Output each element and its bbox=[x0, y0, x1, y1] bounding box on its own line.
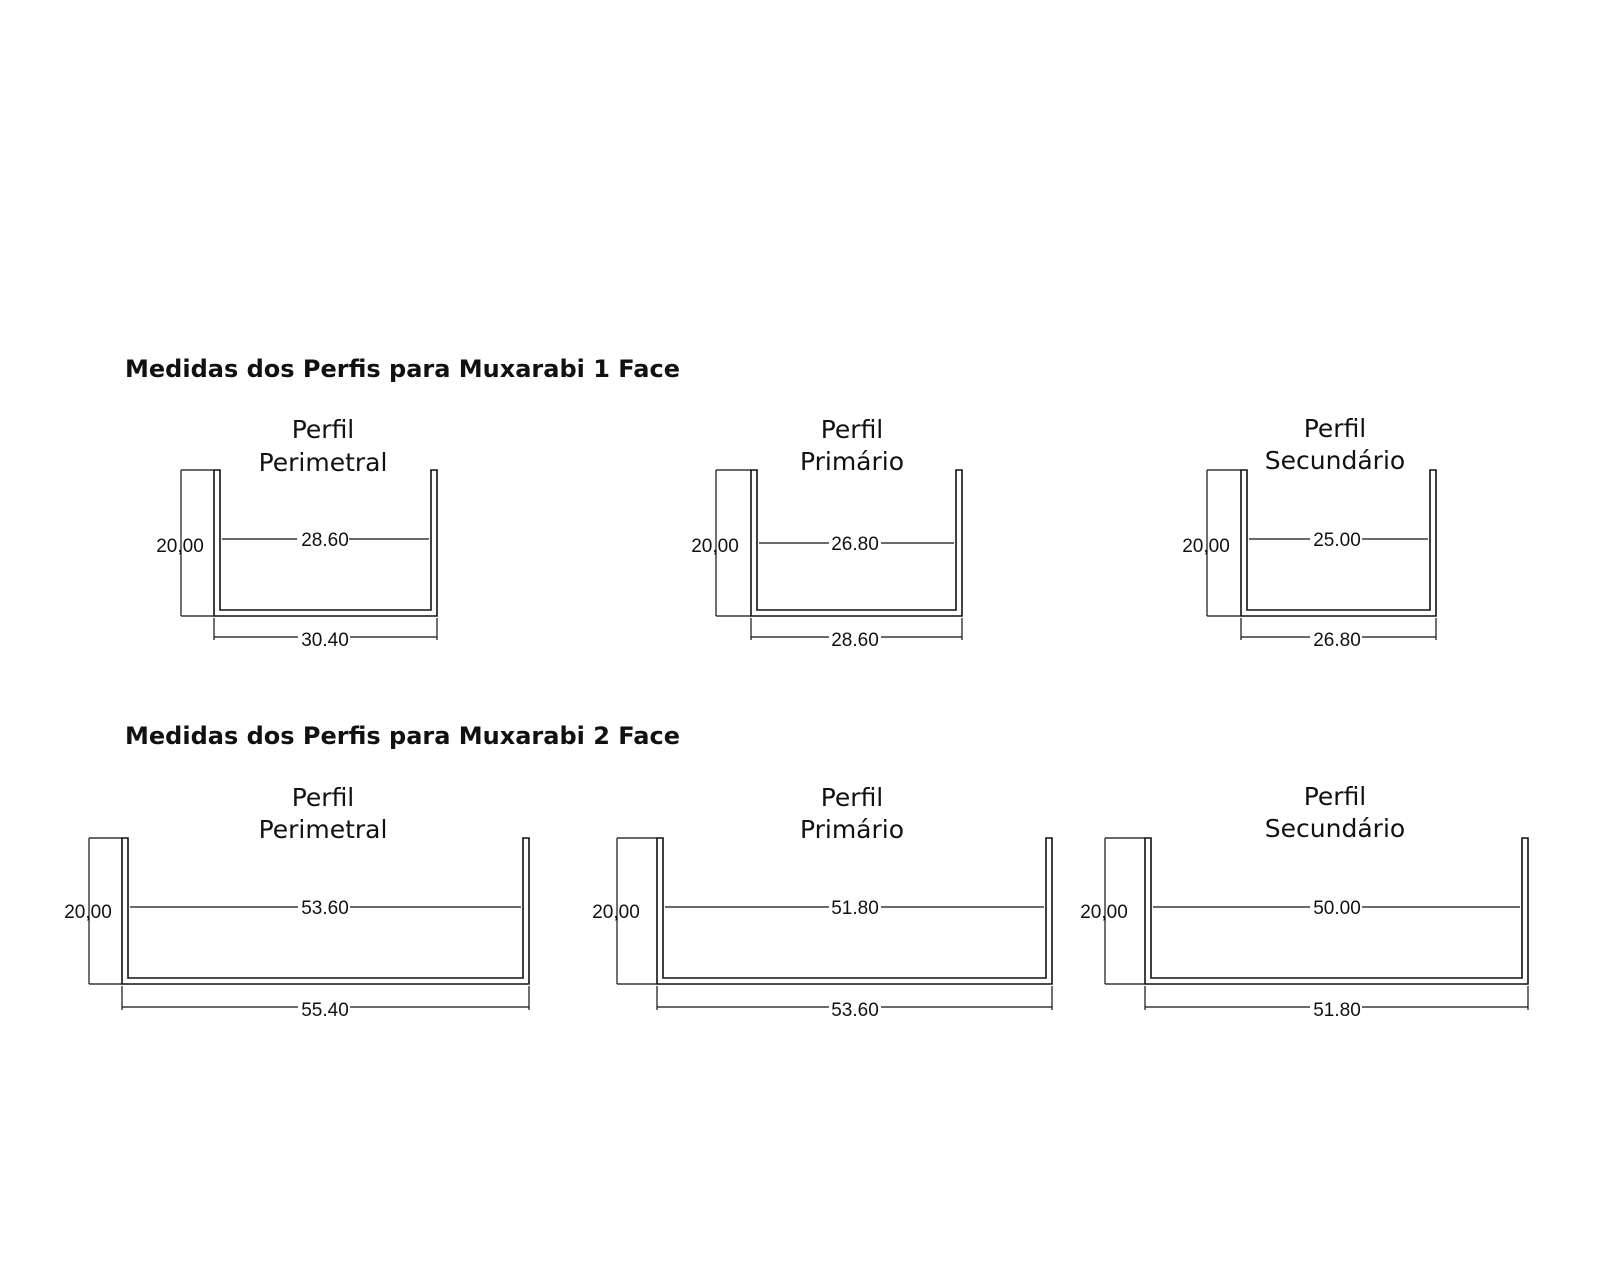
u-profile-shape bbox=[1240, 469, 1437, 617]
outer-dimension-line bbox=[656, 986, 1053, 1010]
profile-2face-primario: Perfil Primário 20,00 51.80 53.60 bbox=[592, 783, 1053, 1021]
profile-1face-secundario: Perfil Secundário 20,00 25.00 26.80 bbox=[1182, 414, 1437, 651]
profile-2face-perimetral: Perfil Perimetral 20,00 53.60 55.40 bbox=[64, 783, 530, 1021]
outer-dimension-label: 26.80 bbox=[1313, 630, 1361, 651]
height-dimension-label: 20,00 bbox=[691, 536, 739, 557]
profile-title-line2: Secundário bbox=[1265, 814, 1405, 843]
height-dimension-line bbox=[180, 469, 214, 617]
outer-dimension-line bbox=[1144, 986, 1529, 1010]
outer-dimension-label: 30.40 bbox=[301, 630, 349, 651]
profile-title-line1: Perfil bbox=[292, 415, 355, 444]
profile-title-line2: Perimetral bbox=[259, 448, 388, 477]
height-dimension-line bbox=[1104, 837, 1145, 985]
u-profile-shape bbox=[213, 469, 438, 617]
profile-2face-secundario: Perfil Secundário 20,00 50.00 51.80 bbox=[1080, 782, 1529, 1021]
outer-dimension-line bbox=[750, 618, 963, 640]
outer-dimension-label: 28.60 bbox=[831, 630, 879, 651]
inner-dimension-label: 26.80 bbox=[831, 534, 879, 555]
profile-title-line1: Perfil bbox=[292, 783, 355, 812]
inner-dimension-label: 28.60 bbox=[301, 530, 349, 551]
profile-1face-perimetral: Perfil Perimetral 20,00 28.60 30.40 bbox=[156, 415, 438, 651]
u-profile-shape bbox=[656, 837, 1053, 985]
height-dimension-label: 20,00 bbox=[1080, 902, 1128, 923]
height-dimension-line bbox=[616, 837, 657, 985]
outer-dimension-line bbox=[121, 986, 530, 1010]
profile-title-line1: Perfil bbox=[1304, 414, 1367, 443]
u-profile-shape bbox=[1144, 837, 1529, 985]
inner-dimension-label: 51.80 bbox=[831, 898, 879, 919]
section-title-2-face: Medidas dos Perfis para Muxarabi 2 Face bbox=[125, 722, 680, 750]
outer-dimension-line bbox=[1240, 618, 1437, 640]
profile-title-line1: Perfil bbox=[821, 783, 884, 812]
height-dimension-label: 20,00 bbox=[592, 902, 640, 923]
profile-1face-primario: Perfil Primário 20,00 26.80 28.60 bbox=[691, 415, 963, 651]
outer-dimension-label: 53.60 bbox=[831, 1000, 879, 1021]
profile-title-line2: Perimetral bbox=[259, 815, 388, 844]
profile-title-line1: Perfil bbox=[821, 415, 884, 444]
outer-dimension-label: 51.80 bbox=[1313, 1000, 1361, 1021]
inner-dimension-label: 53.60 bbox=[301, 898, 349, 919]
profile-title-line2: Primário bbox=[800, 815, 904, 844]
height-dimension-label: 20,00 bbox=[64, 902, 112, 923]
profile-title-line1: Perfil bbox=[1304, 782, 1367, 811]
height-dimension-line bbox=[88, 837, 122, 985]
profile-title-line2: Secundário bbox=[1265, 446, 1405, 475]
outer-dimension-label: 55.40 bbox=[301, 1000, 349, 1021]
height-dimension-line bbox=[1206, 469, 1241, 617]
height-dimension-label: 20,00 bbox=[156, 536, 204, 557]
outer-dimension-line bbox=[213, 618, 438, 640]
profile-title-line2: Primário bbox=[800, 447, 904, 476]
height-dimension-line bbox=[715, 469, 751, 617]
u-profile-shape bbox=[121, 837, 530, 985]
height-dimension-label: 20,00 bbox=[1182, 536, 1230, 557]
section-title-1-face: Medidas dos Perfis para Muxarabi 1 Face bbox=[125, 355, 680, 383]
inner-dimension-label: 25.00 bbox=[1313, 530, 1361, 551]
inner-dimension-label: 50.00 bbox=[1313, 898, 1361, 919]
u-profile-shape bbox=[750, 469, 963, 617]
